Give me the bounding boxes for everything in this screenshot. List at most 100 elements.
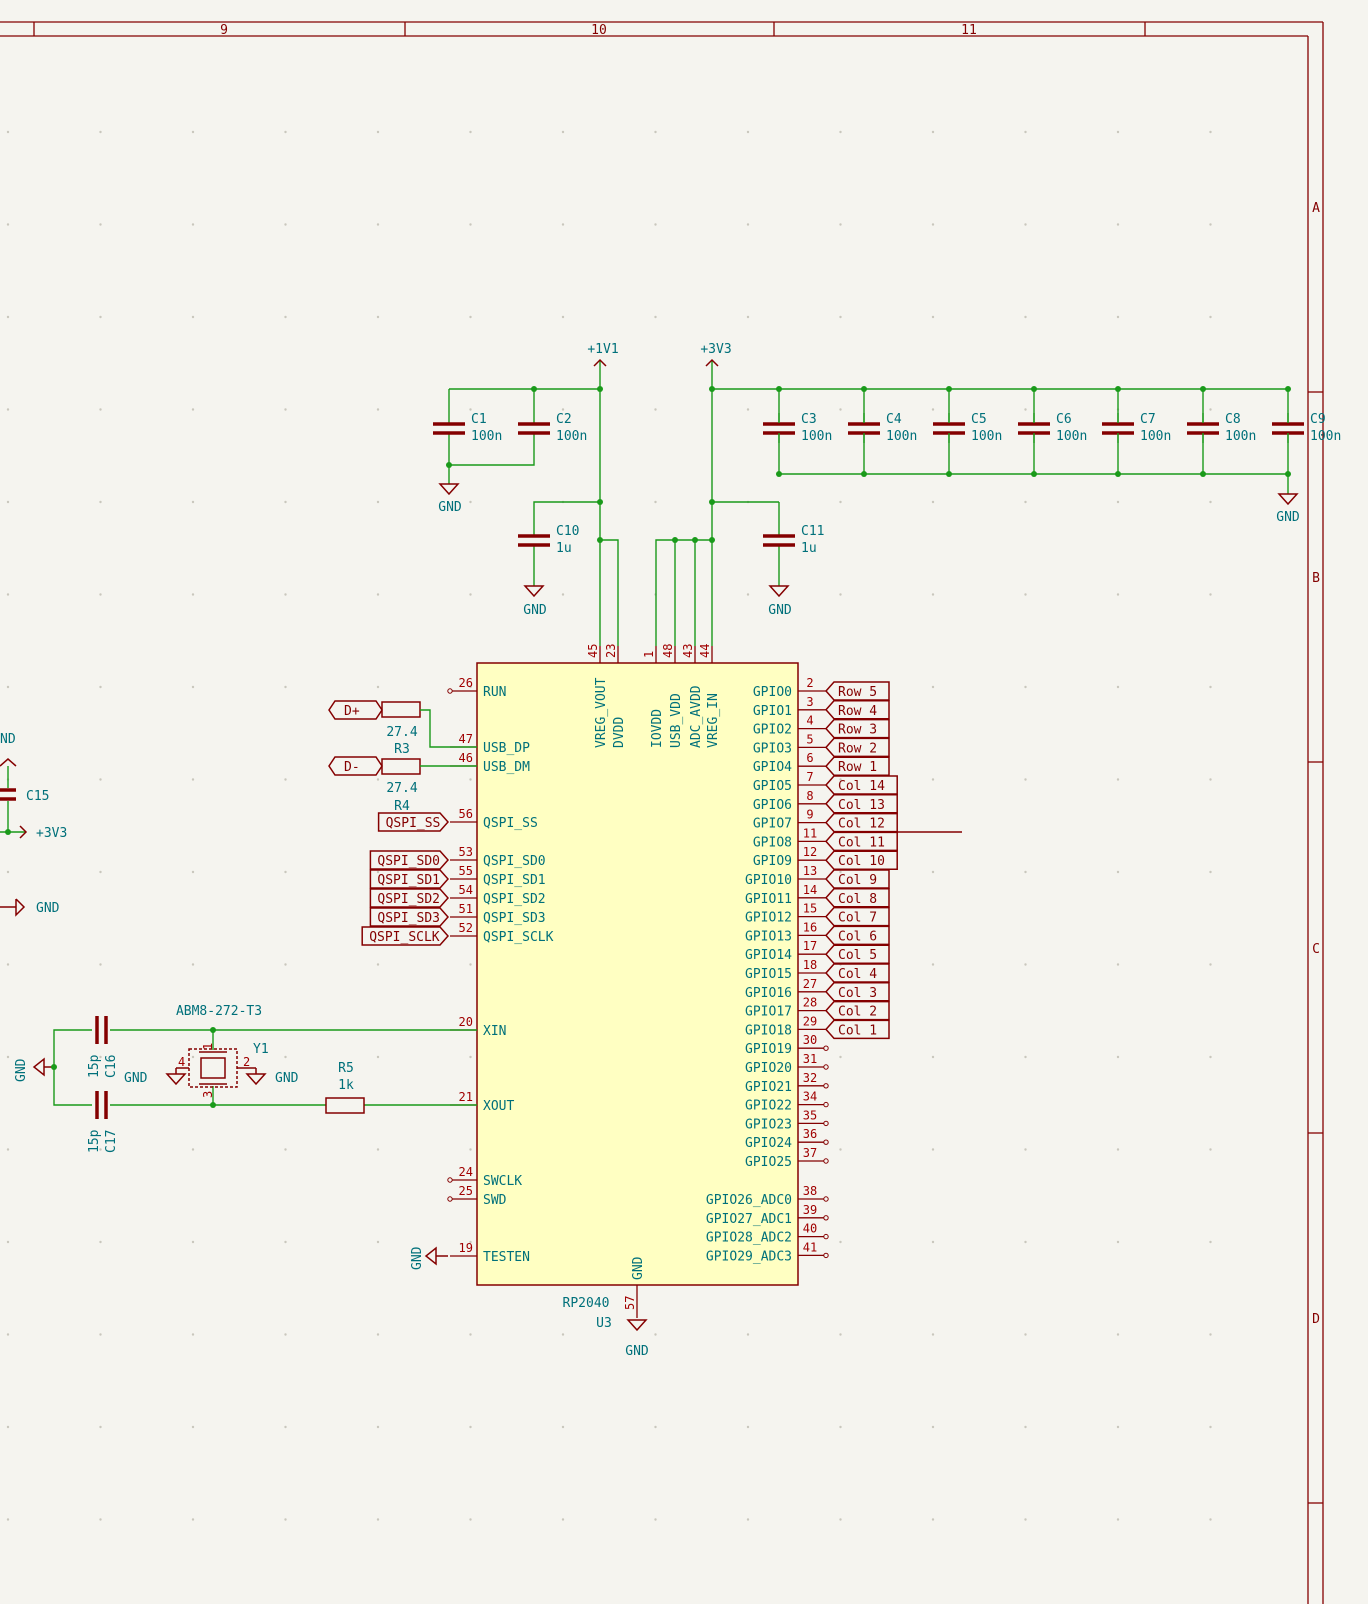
gnd-symbol: GND	[768, 585, 792, 618]
cap-value: 100n	[1310, 429, 1341, 444]
r5-body[interactable]	[325, 1097, 365, 1114]
qspi-net-label[interactable]	[369, 907, 450, 927]
matrix-net-label[interactable]	[824, 906, 890, 927]
ic-ref: U3	[596, 1316, 612, 1331]
matrix-net-label[interactable]	[824, 794, 898, 814]
matrix-net-label[interactable]	[824, 925, 890, 946]
svg-text:GPIO12: GPIO12	[745, 911, 792, 926]
qspi-net-label[interactable]	[369, 869, 450, 889]
qspi-net-label[interactable]	[377, 812, 450, 832]
matrix-net-label[interactable]	[824, 756, 890, 776]
matrix-net-label[interactable]	[824, 831, 898, 852]
rp2040-body[interactable]	[476, 662, 799, 1286]
matrix-net-label[interactable]	[824, 850, 898, 870]
r4-body[interactable]	[381, 701, 421, 718]
pin-num-57: 57	[623, 1296, 637, 1310]
matrix-net-label[interactable]	[824, 812, 898, 833]
svg-text:GPIO4: GPIO4	[753, 760, 792, 775]
svg-text:16: 16	[803, 920, 817, 934]
qspi-net-label[interactable]	[361, 926, 450, 946]
matrix-net-label[interactable]	[824, 1000, 890, 1021]
r3-body[interactable]	[381, 758, 421, 775]
frame-col-10: 10	[591, 23, 607, 38]
label-dplus[interactable]: D+	[344, 704, 360, 719]
matrix-net-label[interactable]	[824, 869, 890, 889]
matrix-net-label[interactable]	[824, 737, 890, 758]
label-dminus[interactable]: D-	[344, 760, 360, 775]
matrix-net-label[interactable]	[824, 944, 890, 964]
matrix-net-label[interactable]	[824, 1019, 890, 1040]
qspi-net-label[interactable]	[369, 888, 450, 908]
matrix-net-label[interactable]	[824, 963, 890, 983]
power-wiring	[448, 360, 1289, 646]
matrix-net-label[interactable]	[824, 888, 890, 908]
svg-text:25: 25	[459, 1184, 473, 1198]
matrix-net-label[interactable]	[824, 700, 890, 720]
matrix-net-label[interactable]	[824, 718, 890, 739]
svg-text:Col 12: Col 12	[838, 817, 885, 832]
matrix-net-label[interactable]	[824, 681, 890, 701]
v33-left-label: +3V3	[36, 826, 67, 841]
svg-text:GPIO3: GPIO3	[753, 741, 792, 756]
matrix-net-label[interactable]	[824, 775, 898, 795]
matrix-net-label[interactable]	[824, 982, 890, 1002]
y1-package[interactable]	[188, 1048, 238, 1088]
qspi-net-label[interactable]	[369, 850, 450, 870]
svg-text:18: 18	[803, 958, 817, 972]
